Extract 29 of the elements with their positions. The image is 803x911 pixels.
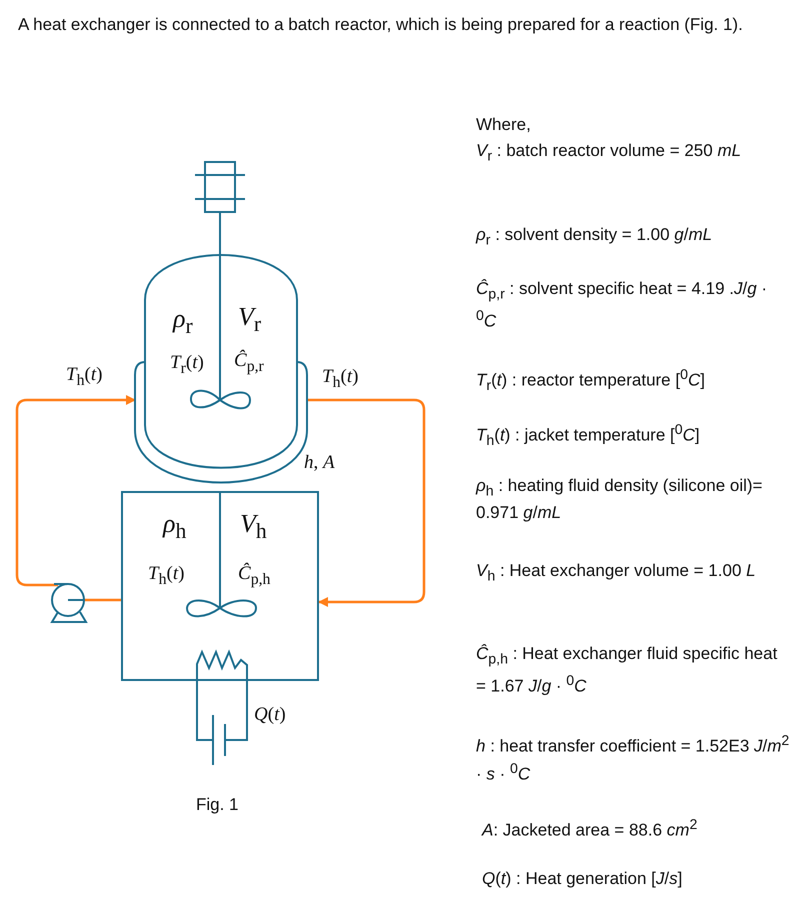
stream-label: T$_{h}$(t) (322, 366, 358, 392)
variable-label: V$_{r}$ (238, 302, 262, 338)
definition-text: Q(t) : Heat generation [J/s] (482, 868, 684, 890)
variable-label: T$_{r}$(t) (170, 352, 204, 378)
definition-text: V$_{r}$ : batch reactor volume = 250 mL (476, 140, 742, 166)
variable-label: ρ$_{h}$ (163, 509, 186, 544)
variable-label: ρ$_{r}$ (173, 304, 193, 340)
figure-caption: Fig. 1 (196, 794, 239, 816)
definition-text: A: Jacketed area = 88.6 cm$^{2}$ (482, 816, 698, 842)
definition-text: V$_{h}$ : Heat exchanger volume = 1.00 L (476, 560, 757, 586)
pipe-arrow (16, 395, 136, 586)
variable-label: Ĉ$_{p,h}$ (238, 563, 270, 589)
variable-label: V$_{h}$ (240, 509, 267, 544)
definition-text: T$_{r}$(t) : reactor temperature [$^{0}$C] (476, 366, 706, 396)
variable-label: h, A (304, 452, 335, 474)
definition-text: ρ$_{r}$ : solvent density = 1.00 g/mL (476, 224, 714, 250)
title-text: A heat exchanger is connected to a batch reactor, which is being prepared for a reaction (Fig. 1). (18, 14, 744, 36)
variable-label: Q(t) (254, 704, 286, 726)
stream-label: T$_{h}$(t) (66, 364, 102, 390)
variable-label: T$_{h}$(t) (148, 563, 184, 589)
definition-text: h : heat transfer coefficient = 1.52E3 J/m$^{2}$ · s · $^{0}$C (476, 732, 790, 786)
pipe-arrow (307, 398, 426, 607)
definition-text: T$_{h}$(t) : jacket temperature [$^{0}$C] (476, 421, 701, 452)
definition-text: ρ$_{h}$ : heating fluid density (silicone oil)= 0.971 g/mL (476, 475, 764, 524)
definition-text: Ĉ$_{p,r}$ : solvent specific heat = 4.19 .J/g · $^{0}$C (476, 278, 768, 334)
definition-text: Ĉ$_{p,h}$ : Heat exchanger fluid specific heat = 1.67 J/g · $^{0}$C (476, 643, 778, 698)
intro-text: Where, (476, 114, 532, 136)
pipe-line (84, 598, 122, 602)
variable-label: Ĉ$_{p,r}$ (234, 350, 264, 376)
